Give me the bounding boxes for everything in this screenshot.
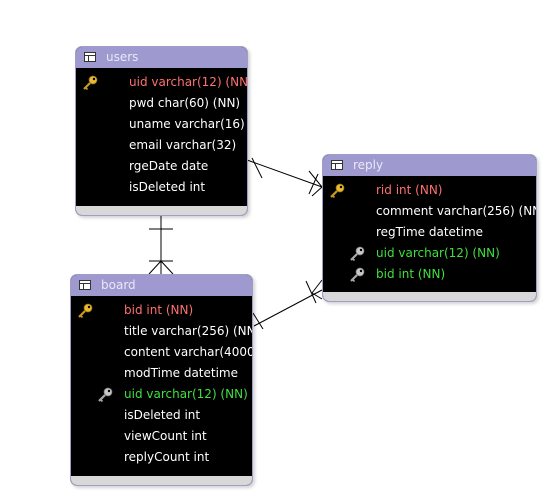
column-name: pwd char(60) (NN)	[129, 96, 241, 110]
table-icon	[79, 280, 91, 290]
column-name: replyCount int	[124, 450, 210, 464]
column-row[interactable]: uid varchar(12) (NN)	[323, 243, 536, 264]
column-name: email varchar(32)	[129, 138, 237, 152]
column-name: uid varchar(12) (NN)	[124, 387, 248, 401]
table-footer	[76, 206, 247, 215]
relationship-users-board[interactable]	[148, 214, 174, 275]
column-row[interactable]: uid varchar(12) (NN)	[71, 384, 252, 405]
column-row[interactable]: rgeDate date	[76, 156, 247, 177]
table-footer	[71, 476, 252, 485]
column-name: regTime datetime	[376, 225, 484, 239]
column-row[interactable]: regTime datetime	[323, 222, 536, 243]
table-reply[interactable]: reply rid int (NN) comment varchar(256) …	[322, 154, 537, 302]
column-name: content varchar(4000)	[124, 345, 253, 359]
foreign-key-icon	[98, 387, 113, 403]
column-row[interactable]: isDeleted int	[71, 405, 252, 426]
column-row[interactable]: content varchar(4000)	[71, 342, 252, 363]
column-name: isDeleted int	[124, 408, 201, 422]
column-name: title varchar(256) (NN)	[124, 324, 253, 338]
table-header[interactable]: users	[76, 47, 247, 68]
column-row[interactable]: rid int (NN)	[323, 180, 536, 201]
column-name: isDeleted int	[129, 180, 206, 194]
foreign-key-icon	[350, 246, 365, 262]
column-name: modTime datetime	[124, 366, 238, 380]
column-row[interactable]: isDeleted int	[76, 177, 247, 198]
table-title: reply	[353, 158, 384, 172]
column-name: rid int (NN)	[376, 183, 443, 197]
table-icon	[84, 52, 96, 62]
table-users[interactable]: users uid varchar(12) (NN) pwd char(60) …	[75, 46, 248, 216]
column-row[interactable]: bid int (NN)	[323, 264, 536, 285]
table-board[interactable]: board bid int (NN) title varchar(256) (N…	[70, 274, 253, 486]
column-name: bid int (NN)	[376, 267, 446, 281]
foreign-key-icon	[350, 267, 365, 283]
table-footer	[323, 292, 536, 301]
column-name: comment varchar(256) (NN)	[376, 204, 537, 218]
column-name: uname varchar(16)	[129, 117, 245, 131]
column-row[interactable]: replyCount int	[71, 447, 252, 468]
column-row[interactable]: pwd char(60) (NN)	[76, 93, 247, 114]
relationship-users-reply[interactable]	[246, 157, 323, 197]
table-title: users	[106, 50, 139, 64]
column-row[interactable]: viewCount int	[71, 426, 252, 447]
column-row[interactable]: uid varchar(12) (NN)	[76, 72, 247, 93]
column-row[interactable]: comment varchar(256) (NN)	[323, 201, 536, 222]
column-name: bid int (NN)	[124, 303, 194, 317]
column-name: rgeDate date	[129, 159, 209, 173]
table-title: board	[101, 278, 136, 292]
column-name: uid varchar(12) (NN)	[129, 75, 248, 89]
column-row[interactable]: email varchar(32)	[76, 135, 247, 156]
column-row[interactable]: bid int (NN)	[71, 300, 252, 321]
column-row[interactable]: uname varchar(16)	[76, 114, 247, 135]
column-name: uid varchar(12) (NN)	[376, 246, 500, 260]
relationship-board-reply[interactable]	[252, 279, 323, 330]
table-header[interactable]: reply	[323, 155, 536, 176]
column-name: viewCount int	[124, 429, 207, 443]
table-icon	[331, 160, 343, 170]
column-row[interactable]: modTime datetime	[71, 363, 252, 384]
column-row[interactable]: title varchar(256) (NN)	[71, 321, 252, 342]
table-header[interactable]: board	[71, 275, 252, 296]
primary-key-icon	[83, 75, 98, 91]
primary-key-icon	[330, 183, 345, 199]
primary-key-icon	[78, 303, 93, 319]
